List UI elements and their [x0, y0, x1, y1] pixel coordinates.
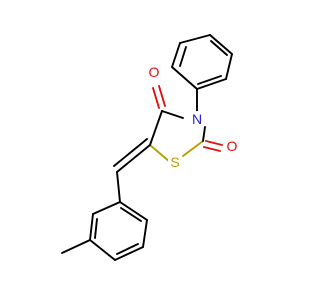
oxygen-label-top: O: [149, 64, 160, 80]
molecule-structure: O O N S: [61, 34, 239, 261]
nitrogen-label: N: [192, 111, 202, 127]
phenyl-ring-top: [171, 34, 233, 90]
atom-o-c4: O: [147, 64, 161, 80]
thiazolidinedione-ring: [149, 85, 223, 163]
atom-o-c2: O: [225, 138, 239, 154]
atom-s: S: [168, 154, 182, 170]
methylidene-bridge: [113, 138, 151, 203]
oxygen-label-right: O: [227, 138, 238, 154]
sulfur-label: S: [170, 154, 179, 170]
atom-n: N: [190, 111, 204, 127]
tolyl-ring: [61, 201, 148, 261]
